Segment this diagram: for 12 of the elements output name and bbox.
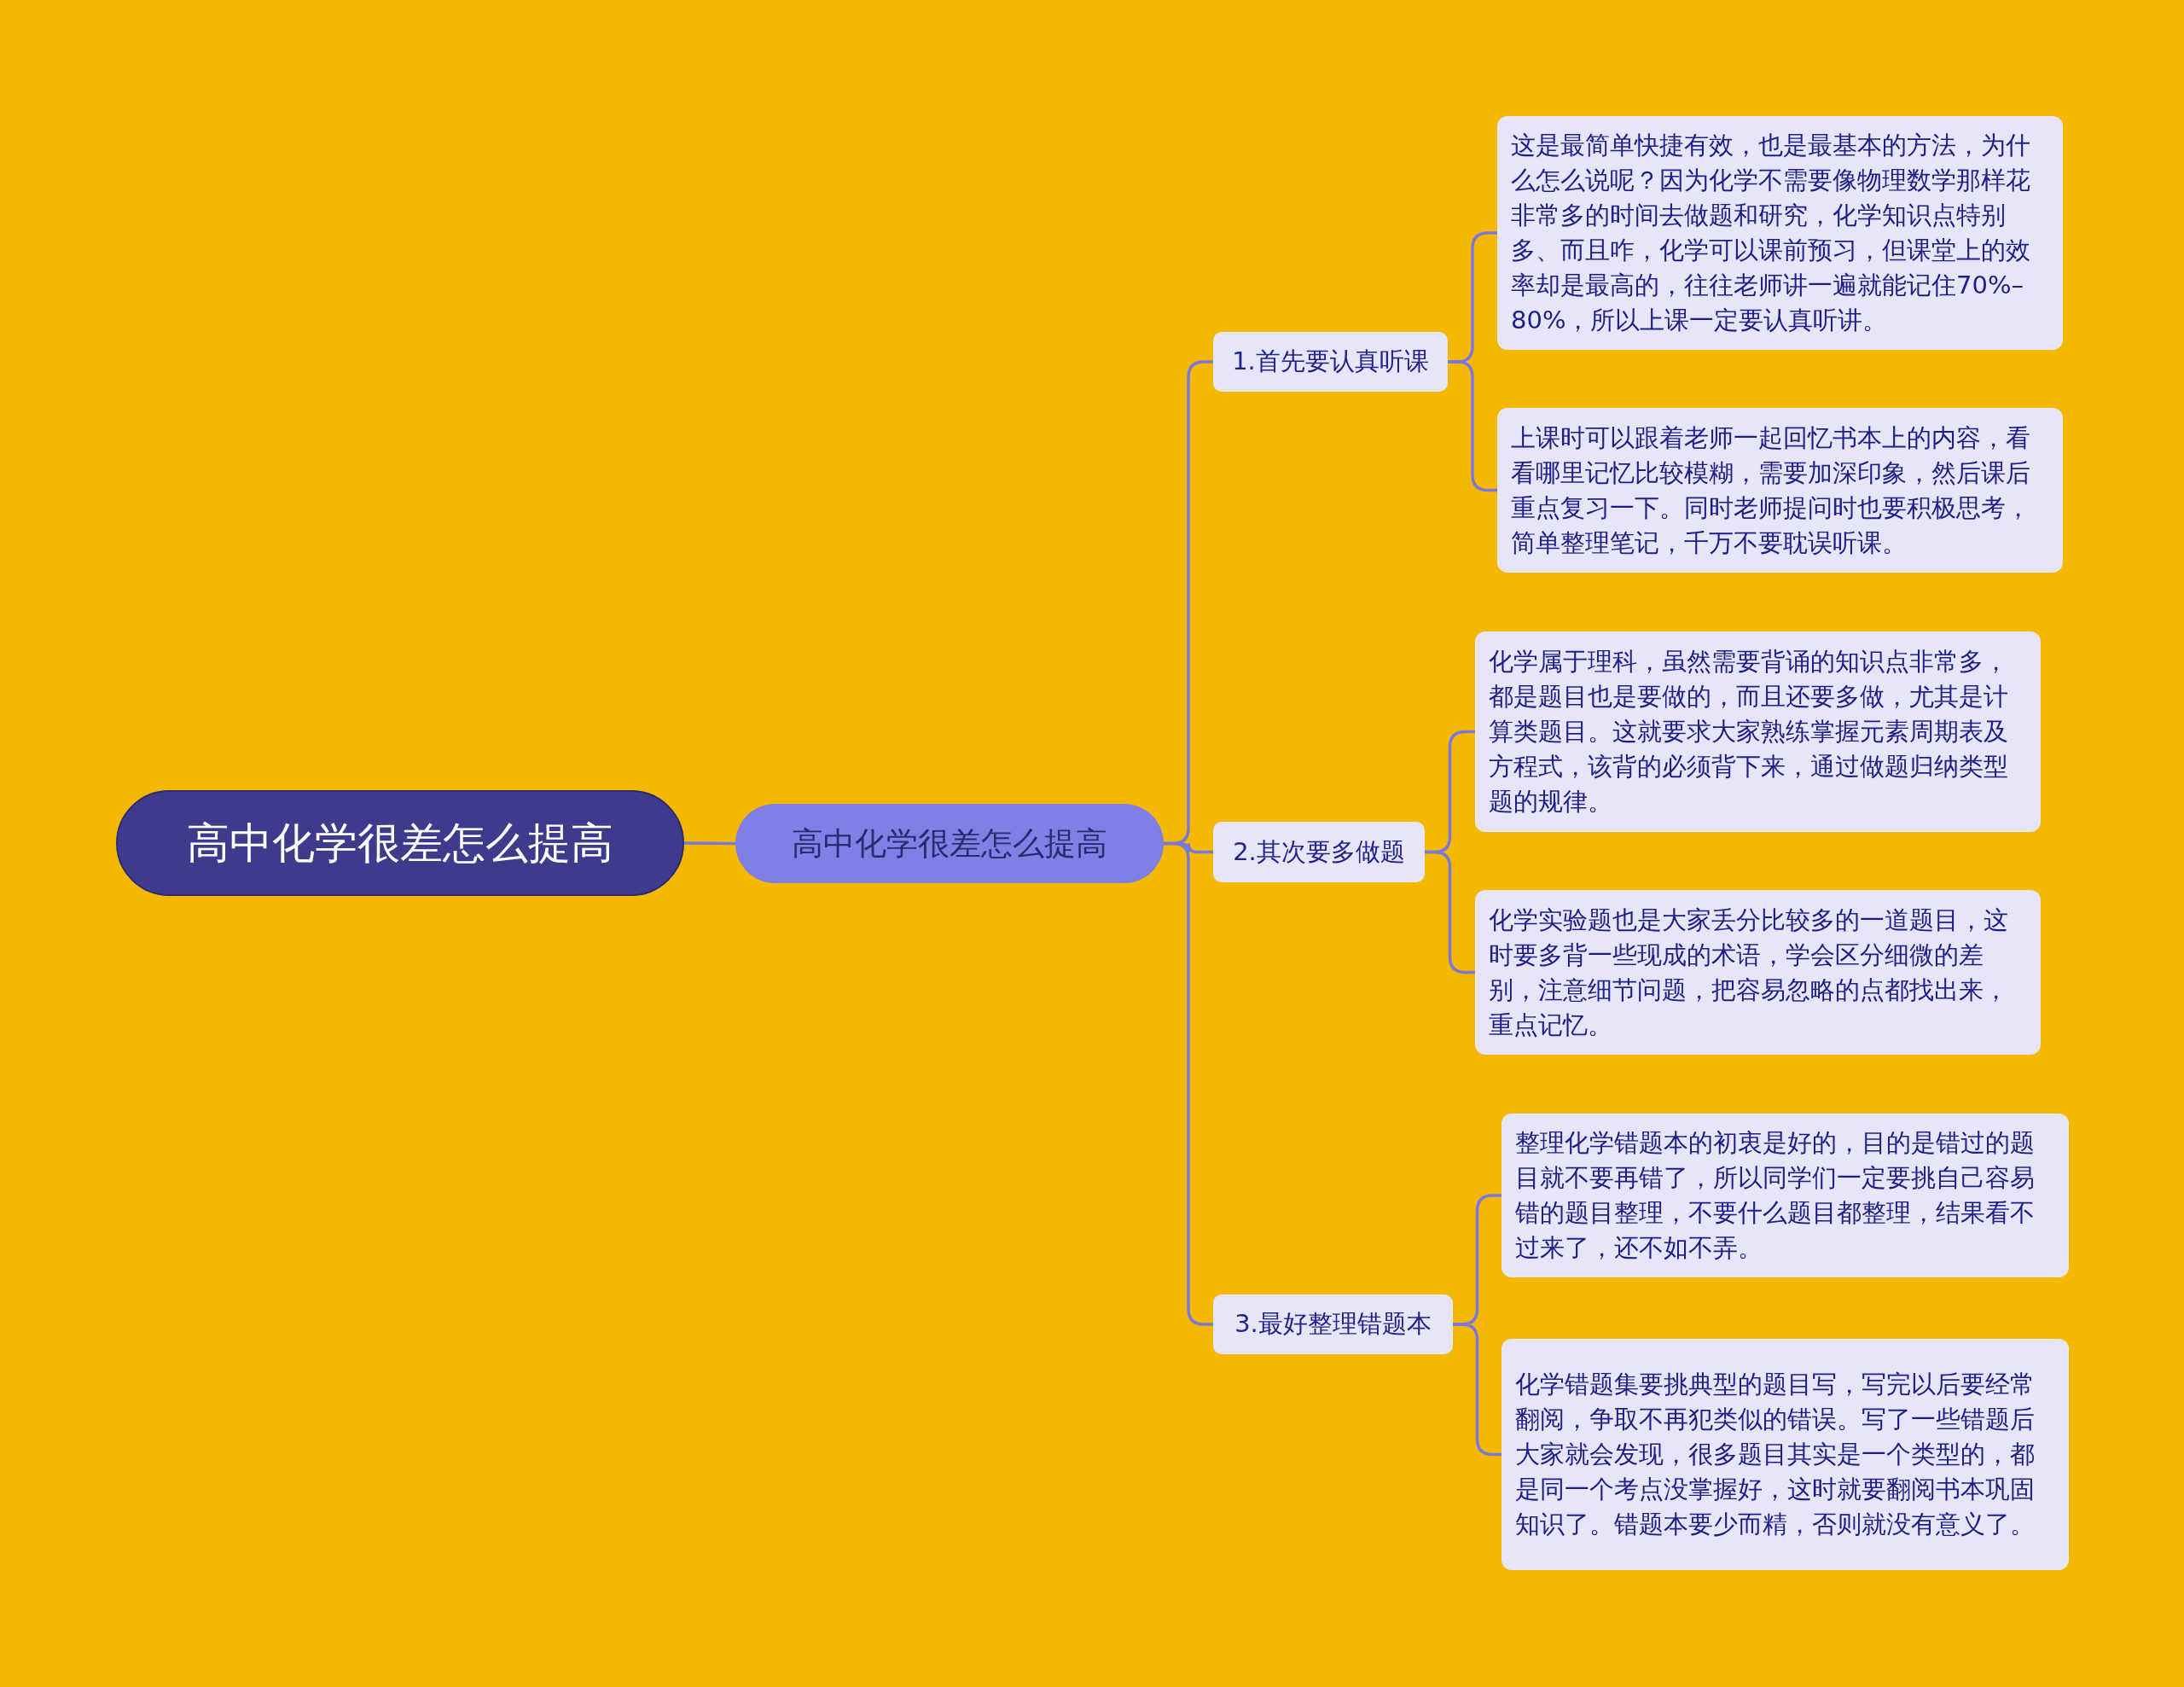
- topic-node: 高中化学很差怎么提高: [735, 804, 1164, 883]
- branch-box: 2.其次要多做题: [1213, 822, 1425, 882]
- root-node: 高中化学很差怎么提高: [116, 790, 684, 896]
- connector-line: [684, 841, 735, 846]
- branch-box: 3.最好整理错题本: [1213, 1294, 1453, 1354]
- text-box: 上课时可以跟着老师一起回忆书本上的内容，看看哪里记忆比较模糊，需要加深印象，然后课后重点复习一下。同时老师提问时也要积极思考，简单整理笔记，千万不要耽误听课。: [1497, 408, 2063, 573]
- text-box: 化学实验题也是大家丢分比较多的一道题目，这时要多背一些现成的术语，学会区分细微的差别，注意细节问题，把容易忽略的点都找出来，重点记忆。: [1475, 890, 2041, 1055]
- text-box: 这是最简单快捷有效，也是最基本的方法，为什么怎么说呢？因为化学不需要像物理数学那样花非常多的时间去做题和研究，化学知识点特别多、而且咋，化学可以课前预习，但课堂上的效率却是最高的，往往老师讲一遍就能记住70%–80%，所以上课一定要认真听讲。: [1497, 116, 2063, 350]
- text-box: 化学错题集要挑典型的题目写，写完以后要经常翻阅，争取不再犯类似的错误。写了一些错题后大家就会发现，很多题目其实是一个类型的，都是同一个考点没掌握好，这时就要翻阅书本巩固知识了。错题本要少而精，否则就没有意义了。: [1502, 1339, 2069, 1570]
- branch-box: 1.首先要认真听课: [1213, 332, 1448, 392]
- text-box: 整理化学错题本的初衷是好的，目的是错过的题目就不要再错了，所以同学们一定要挑自己容易错的题目整理，不要什么题目都整理，结果看不过来了，还不如不弄。: [1502, 1114, 2069, 1277]
- text-box: 化学属于理科，虽然需要背诵的知识点非常多，都是题目也是要做的，而且还要多做，尤其是计算类题目。这就要求大家熟练掌握元素周期表及方程式，该背的必须背下来，通过做题归纳类型题的规律。: [1475, 631, 2041, 832]
